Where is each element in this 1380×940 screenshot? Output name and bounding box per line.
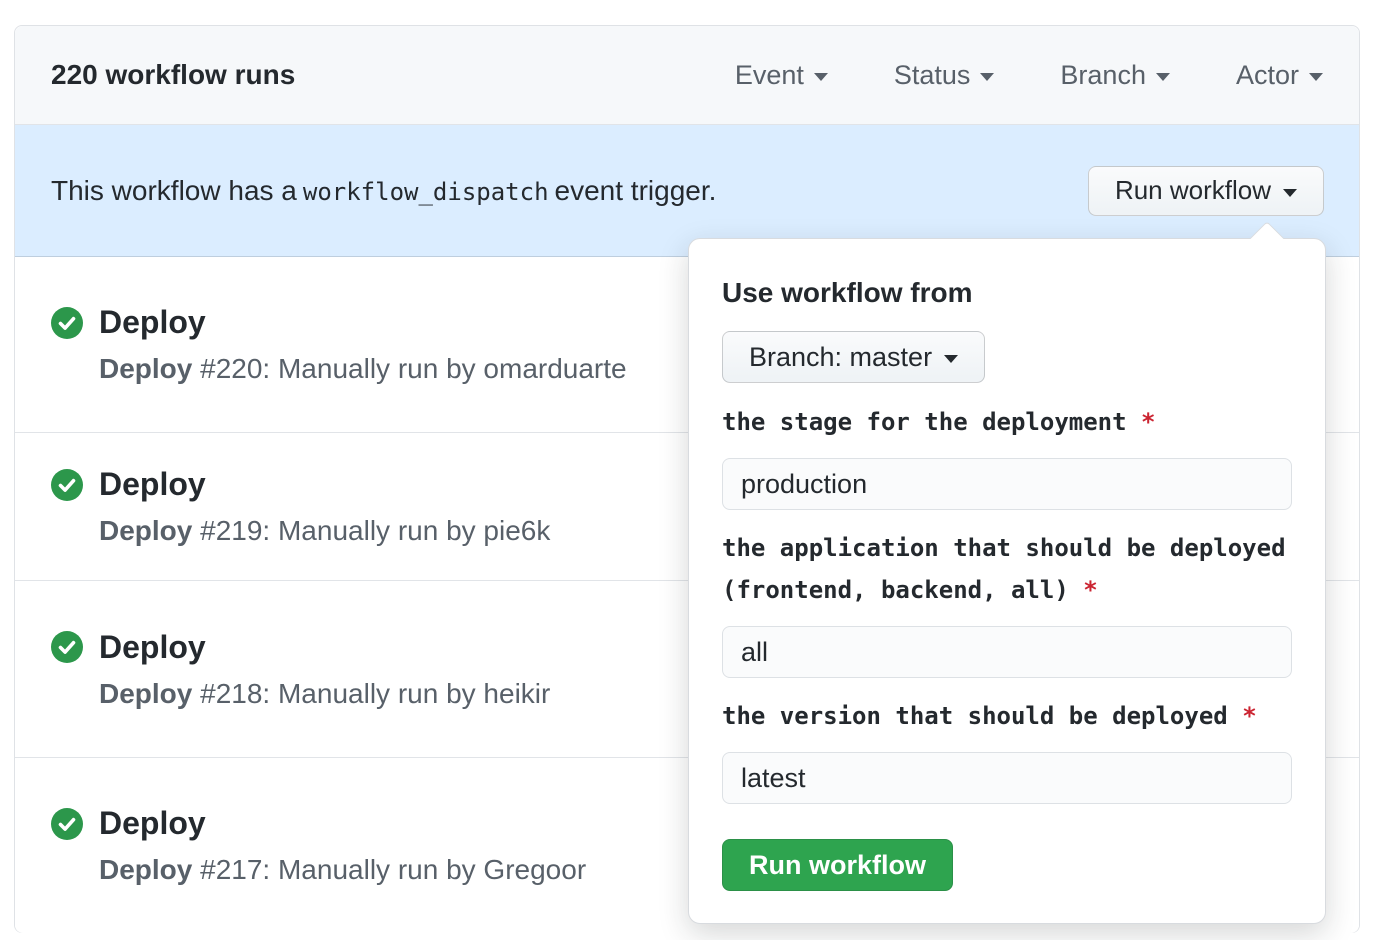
filter-status-label: Status [893, 59, 971, 90]
run-workflow-popup: Use workflow from Branch: master the sta… [688, 221, 1326, 924]
field-label-stage: the stage for the deployment * [722, 401, 1292, 443]
run-title-link[interactable]: Deploy [99, 805, 206, 841]
chevron-down-icon [1309, 73, 1323, 81]
required-asterisk: * [1242, 702, 1257, 730]
check-circle-icon [51, 468, 83, 501]
run-name: Deploy [99, 515, 193, 546]
run-workflow-submit-label: Run workflow [749, 849, 926, 880]
run-workflow-dropdown-button[interactable]: Run workflow [1087, 165, 1324, 216]
banner-text-before: This workflow has a [51, 174, 297, 206]
filter-actor-label: Actor [1235, 59, 1299, 90]
chevron-down-icon [980, 73, 995, 81]
filter-bar: Event Status Branch Actor [735, 60, 1323, 91]
application-input[interactable] [722, 626, 1292, 678]
filter-branch-label: Branch [1060, 59, 1146, 90]
run-detail: #220: Manually run by omarduarte [192, 353, 627, 384]
filter-branch[interactable]: Branch [1060, 60, 1170, 91]
check-circle-icon [51, 807, 83, 840]
banner-text-after: event trigger. [554, 174, 717, 206]
field-label-text: the stage for the deployment [722, 408, 1127, 436]
run-subtitle: Deploy #218: Manually run by heikir [99, 678, 1359, 710]
run-title-link[interactable]: Deploy [99, 304, 206, 340]
run-detail: #219: Manually run by pie6k [192, 515, 551, 546]
run-subtitle: Deploy #217: Manually run by Gregoor [99, 854, 1359, 886]
run-title-link[interactable]: Deploy [99, 628, 206, 665]
run-workflow-dropdown-label: Run workflow [1114, 175, 1271, 205]
branch-selector-button[interactable]: Branch: master [722, 331, 986, 383]
branch-selector-label: Branch: master [749, 341, 933, 372]
required-asterisk: * [1141, 408, 1156, 436]
workflow-runs-header: 220 workflow runs Event Status Branch Ac… [15, 26, 1359, 125]
run-title-link[interactable]: Deploy [99, 466, 206, 502]
run-name: Deploy [99, 677, 193, 709]
runs-count-label: 220 workflow runs [51, 59, 296, 90]
workflow-dispatch-code: workflow_dispatch [302, 177, 549, 206]
chevron-down-icon [1155, 73, 1170, 81]
workflow-runs-panel: 220 workflow runs Event Status Branch Ac… [14, 25, 1360, 933]
chevron-down-icon [1283, 188, 1297, 197]
check-circle-icon [51, 306, 83, 339]
run-workflow-submit-button[interactable]: Run workflow [722, 839, 953, 891]
field-label-text: the version that should be deployed [722, 702, 1228, 730]
popup-heading: Use workflow from [722, 277, 973, 308]
run-subtitle: Deploy #219: Manually run by pie6k [99, 515, 1359, 547]
filter-event[interactable]: Event [735, 60, 828, 91]
field-label-application: the application that should be deployed … [722, 527, 1292, 611]
run-detail: #217: Manually run by Gregoor [192, 854, 587, 885]
required-asterisk: * [1083, 576, 1098, 604]
version-input[interactable] [722, 752, 1292, 804]
field-label-version: the version that should be deployed * [722, 695, 1292, 737]
run-name: Deploy [99, 353, 193, 384]
run-subtitle: Deploy #220: Manually run by omarduarte [99, 353, 1359, 385]
filter-status[interactable]: Status [894, 60, 995, 91]
stage-input[interactable] [722, 458, 1292, 510]
run-name: Deploy [99, 854, 193, 885]
run-detail: #218: Manually run by heikir [192, 677, 551, 709]
chevron-down-icon [944, 355, 959, 363]
check-circle-icon [51, 631, 83, 663]
filter-actor[interactable]: Actor [1236, 60, 1323, 91]
field-label-text: the application that should be deployed … [722, 534, 1286, 604]
filter-event-label: Event [734, 59, 804, 90]
chevron-down-icon [813, 73, 828, 81]
